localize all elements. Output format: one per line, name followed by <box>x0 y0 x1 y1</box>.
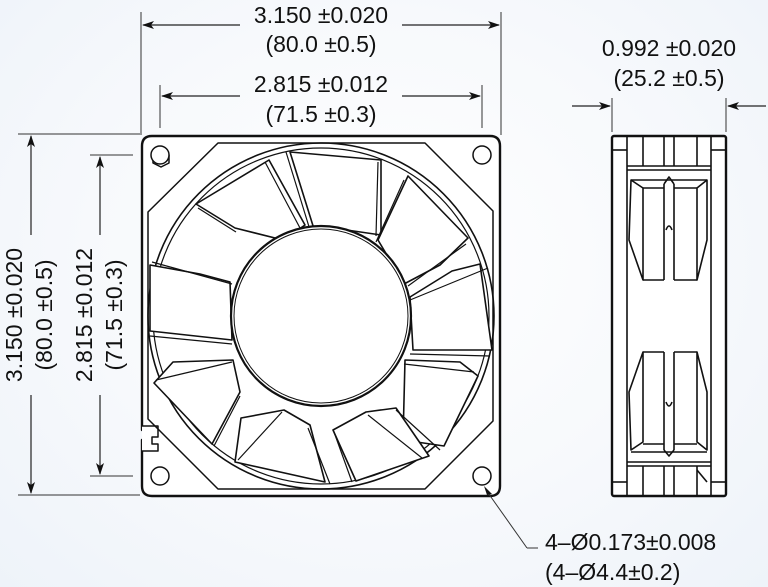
overall-width-mm: (80.0 ±0.5) <box>265 31 376 57</box>
overall-width-dimension: 3.150 ±0.020 (80.0 ±0.5) <box>140 2 502 135</box>
depth-inch: 0.992 ±0.020 <box>602 35 736 61</box>
hole-spacing-width-dimension: 2.815 ±0.012 (71.5 ±0.3) <box>159 71 483 128</box>
depth-mm: (25.2 ±0.5) <box>613 65 724 91</box>
hole-spacing-height-inch: 2.815 ±0.012 <box>71 248 97 382</box>
hole-spacing-height-mm: (71.5 ±0.3) <box>101 259 127 370</box>
side-frame <box>610 134 728 498</box>
fan-octagon <box>147 142 494 490</box>
fan-shroud-outer <box>147 142 495 490</box>
mounting-hole-tl-ring <box>150 145 170 165</box>
overall-height-dimension: 3.150 ±0.020 (80.0 ±0.5) <box>1 133 140 496</box>
hole-spacing-height-dimension: 2.815 ±0.012 (71.5 ±0.3) <box>71 154 133 477</box>
mounting-hole-br <box>472 466 492 486</box>
hole-spacing-width-inch: 2.815 ±0.012 <box>254 71 388 97</box>
hole-spacing-width-mm: (71.5 ±0.3) <box>265 101 376 127</box>
mounting-hole-tr <box>472 145 492 165</box>
mounting-holes-mm: (4–Ø4.4±0.2) <box>545 559 680 585</box>
mounting-hole-bl <box>150 466 170 486</box>
fan-front-view <box>140 134 502 498</box>
mounting-hole-callout: 4–Ø0.173±0.008 (4–Ø4.4±0.2) <box>484 486 716 585</box>
mounting-holes-inch: 4–Ø0.173±0.008 <box>545 529 716 555</box>
depth-dimension: 0.992 ±0.020 (25.2 ±0.5) <box>572 35 766 132</box>
fan-side-view <box>610 134 728 498</box>
mounting-holes <box>150 145 492 486</box>
fan-blades <box>149 151 493 483</box>
overall-width-inch: 3.150 ±0.020 <box>254 2 388 28</box>
fan-hub <box>229 224 413 408</box>
overall-height-mm: (80.0 ±0.5) <box>31 259 57 370</box>
overall-height-inch: 3.150 ±0.020 <box>1 248 27 382</box>
